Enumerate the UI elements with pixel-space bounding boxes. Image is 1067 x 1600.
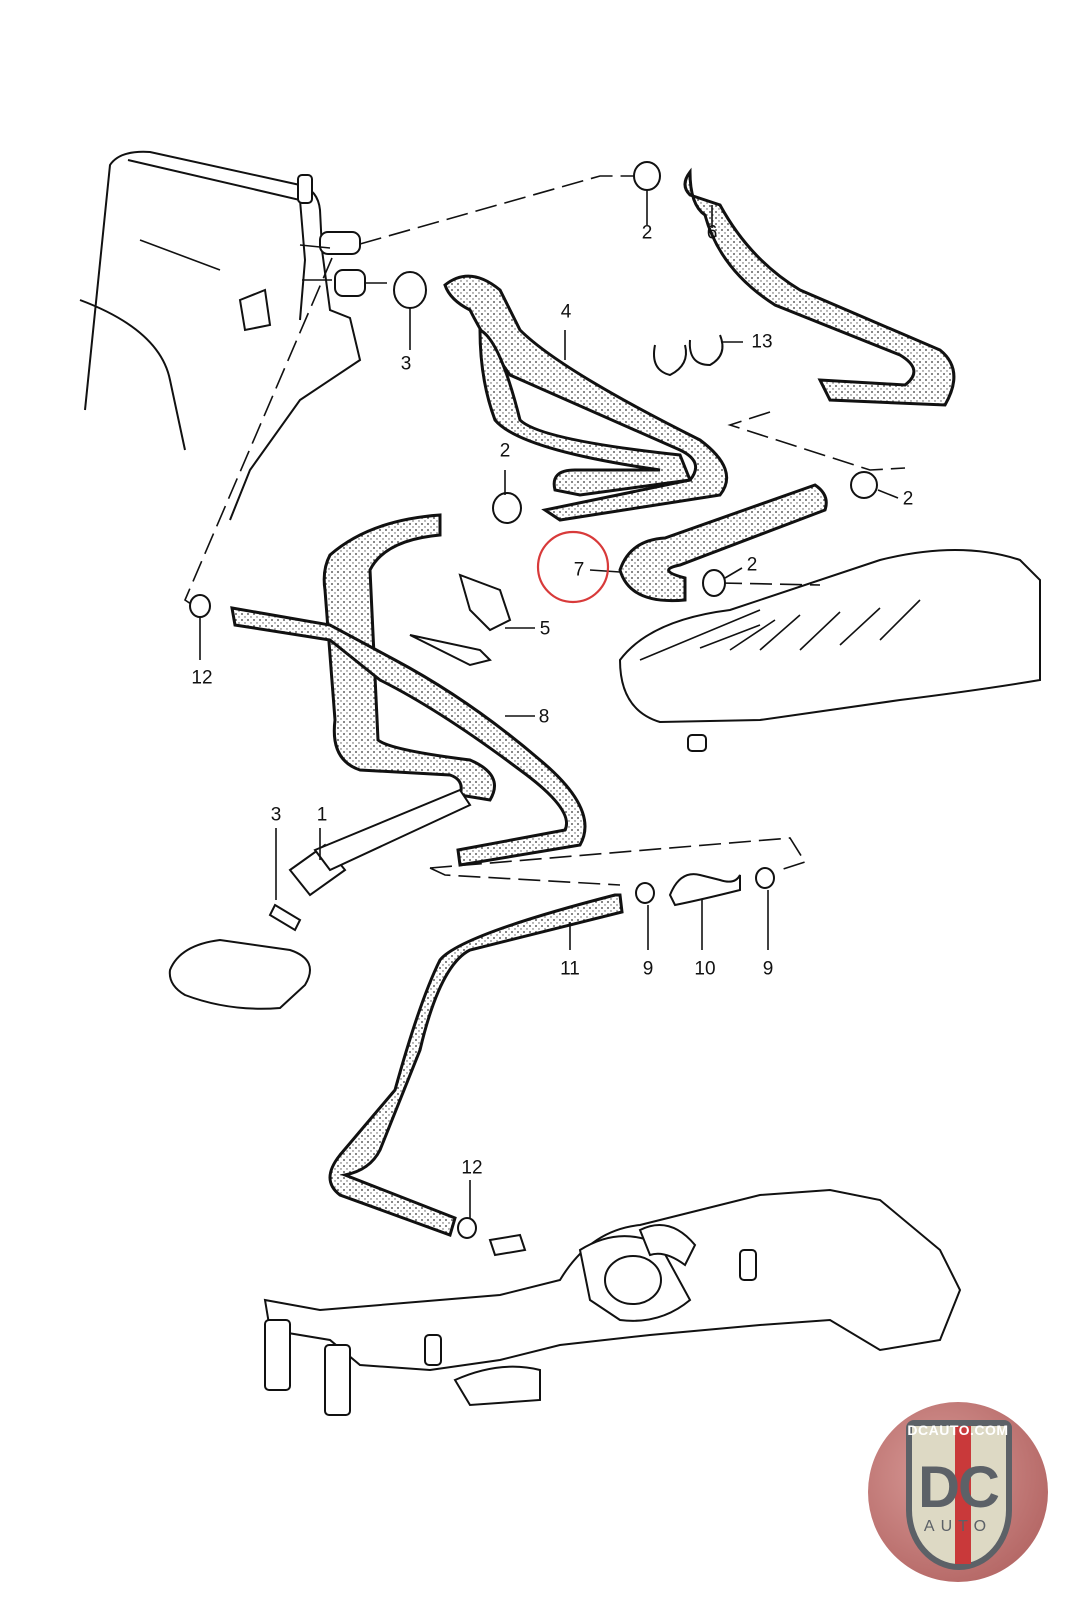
- logo-site-text: DCAUTO.COM: [907, 1422, 1009, 1438]
- callout-10[interactable]: 10: [694, 958, 716, 980]
- hose-7: [618, 483, 828, 603]
- hose-8: [230, 606, 587, 867]
- callout-5[interactable]: 5: [539, 618, 551, 640]
- callout-2[interactable]: 2: [641, 222, 653, 244]
- callout-2[interactable]: 2: [499, 440, 511, 462]
- cooler-body: [618, 549, 1041, 724]
- intake-manifold: [263, 1188, 962, 1416]
- callout-11[interactable]: 11: [560, 958, 580, 980]
- assembly-dashed-lines: [184, 175, 906, 886]
- callout-13[interactable]: 13: [751, 331, 773, 353]
- hose-11: [328, 893, 624, 1237]
- hose-main: [322, 513, 496, 802]
- callout-3[interactable]: 3: [400, 353, 412, 375]
- logo-main-text: DC: [918, 1455, 1000, 1520]
- callout-6[interactable]: 6: [706, 222, 718, 244]
- highlight-circle: [536, 530, 610, 604]
- pipe-1: [313, 788, 472, 872]
- callout-7[interactable]: 7: [573, 559, 585, 581]
- callout-2[interactable]: 2: [902, 488, 914, 510]
- callout-9[interactable]: 9: [762, 958, 774, 980]
- leader-lines: [199, 190, 899, 1218]
- hose-4: [443, 274, 729, 522]
- callout-12[interactable]: 12: [461, 1157, 483, 1179]
- callout-12[interactable]: 12: [191, 667, 213, 689]
- logo-stripe: [955, 1426, 971, 1564]
- hose-4-branch: [478, 327, 693, 497]
- callout-4[interactable]: 4: [560, 301, 572, 323]
- logo-sub-text: AUTO: [923, 1518, 993, 1535]
- callout-9[interactable]: 9: [642, 958, 654, 980]
- dcauto-logo: DCAUTO.COM DC AUTO: [868, 1402, 1048, 1582]
- callout-8[interactable]: 8: [538, 706, 550, 728]
- callout-3[interactable]: 3: [270, 804, 282, 826]
- expansion-tank: [79, 150, 366, 521]
- hose-6: [683, 167, 956, 407]
- clamps: [189, 161, 878, 1239]
- logo-shield: [906, 1420, 1012, 1570]
- callout-2[interactable]: 2: [746, 554, 758, 576]
- callout-1[interactable]: 1: [316, 804, 328, 826]
- mounting-plate: [168, 938, 311, 1010]
